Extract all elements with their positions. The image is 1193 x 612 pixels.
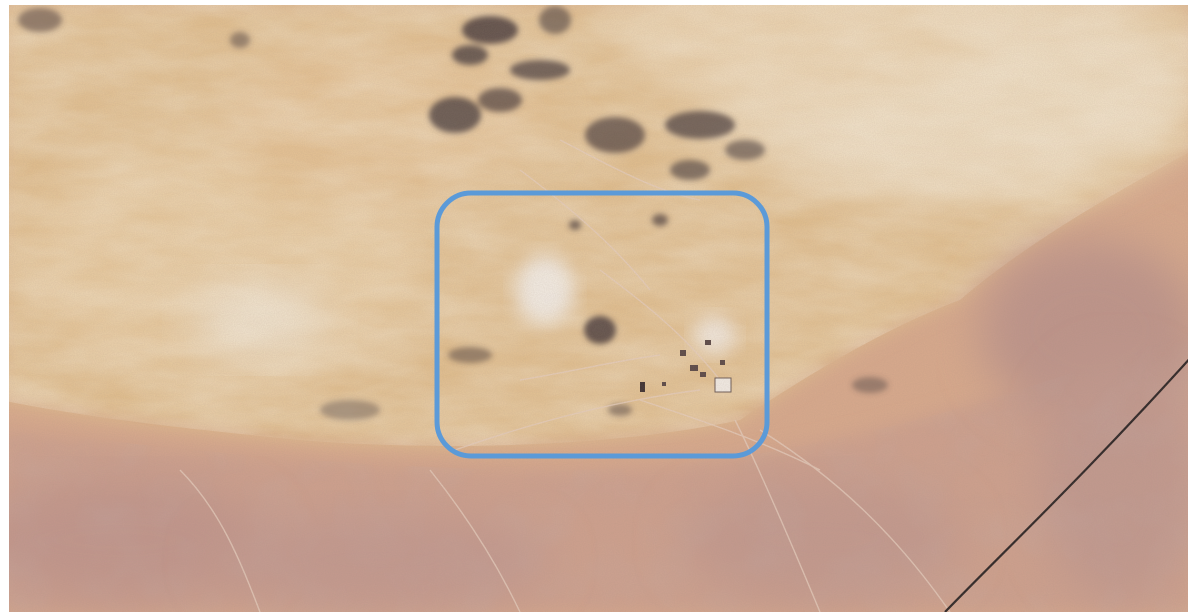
frame-edge-left bbox=[0, 0, 9, 612]
area-of-interest-box bbox=[434, 190, 770, 459]
frame-edge-top bbox=[0, 0, 1193, 5]
frame-edge-right bbox=[1188, 0, 1193, 612]
